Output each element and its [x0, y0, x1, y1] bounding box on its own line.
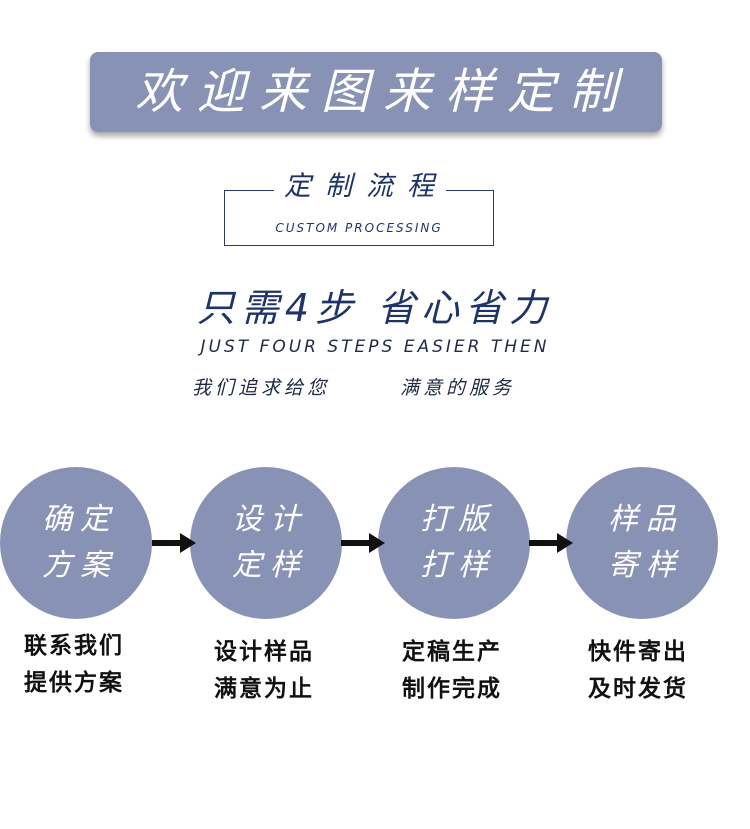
process-frame-top-right — [446, 190, 494, 191]
process-title: 定制流程 — [284, 171, 448, 202]
arrow-right-icon — [341, 533, 385, 553]
banner-title: 欢迎来图来样定制 — [134, 64, 631, 120]
step-description-3: 定稿生产 制作完成 — [376, 634, 528, 708]
step-circle-1: 确定 方案 — [0, 467, 152, 619]
step-circle-line: 打版 — [420, 502, 496, 537]
process-frame — [224, 190, 494, 246]
arrow-right-icon — [152, 533, 196, 553]
slogan-main: 只需4步 省心省力 — [196, 286, 554, 330]
step-description-line: 快件寄出 — [588, 639, 688, 665]
step-description-line: 制作完成 — [402, 676, 502, 702]
step-description-1: 联系我们 提供方案 — [0, 628, 150, 702]
step-circle-line: 设计 — [232, 502, 308, 537]
process-frame-top-left — [224, 190, 274, 191]
step-circle-line: 样品 — [608, 502, 684, 537]
step-description-4: 快件寄出 及时发货 — [562, 634, 714, 708]
arrow-right-icon — [529, 533, 573, 553]
step-circle-line: 方案 — [42, 548, 118, 583]
step-description-line: 设计样品 — [214, 639, 314, 665]
slogan-english: JUST FOUR STEPS EASIER THEN — [200, 337, 550, 357]
step-description-line: 满意为止 — [214, 676, 314, 702]
welcome-banner: 欢迎来图来样定制 — [90, 52, 662, 132]
step-circle-3: 打版 打样 — [378, 467, 530, 619]
step-circle-line: 确定 — [42, 502, 118, 537]
pursuit-text-left: 我们追求给您 — [192, 377, 331, 399]
step-description-line: 联系我们 — [24, 633, 124, 659]
step-circle-line: 寄样 — [608, 548, 684, 583]
step-description-line: 及时发货 — [588, 676, 688, 702]
step-description-line: 定稿生产 — [402, 639, 502, 665]
step-description-line: 提供方案 — [24, 670, 124, 696]
pursuit-text-right: 满意的服务 — [400, 377, 516, 399]
step-description-2: 设计样品 满意为止 — [188, 634, 340, 708]
process-subtitle: CUSTOM PROCESSING — [275, 221, 443, 235]
step-circle-line: 打样 — [420, 548, 496, 583]
step-circle-4: 样品 寄样 — [566, 467, 718, 619]
step-circle-line: 定样 — [232, 548, 308, 583]
step-circle-2: 设计 定样 — [190, 467, 342, 619]
